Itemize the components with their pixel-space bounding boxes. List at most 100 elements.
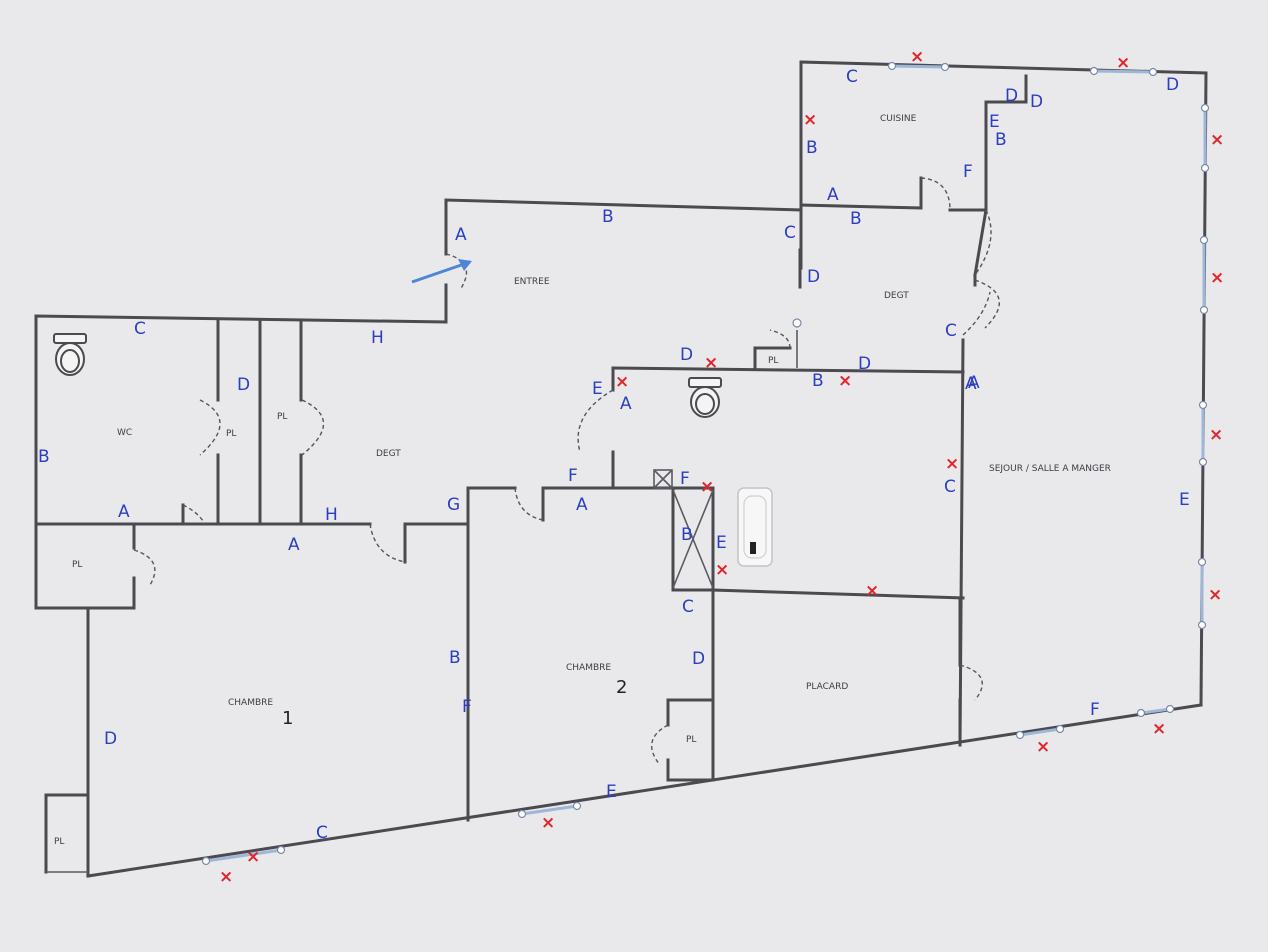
cross-icon: ×	[219, 867, 233, 887]
room-label-wc: WC	[117, 428, 132, 438]
cross-icon: ×	[615, 372, 629, 392]
fixtures	[53, 333, 773, 567]
room-label-sejour: SEJOUR / SALLE A MANGER	[989, 464, 1111, 474]
wall-wc-bottom	[34, 503, 185, 526]
cross-icon: ×	[1210, 268, 1224, 288]
wall-mark: H	[371, 328, 384, 348]
wall-kitchen-bottom	[799, 203, 923, 210]
wall-mark: D	[237, 375, 250, 395]
room-label-cuisine: CUISINE	[880, 114, 917, 124]
wall-mark: C	[846, 67, 858, 87]
cross-icon: ×	[838, 371, 852, 391]
wall-mark: H	[325, 505, 338, 525]
cross-icon: ×	[945, 454, 959, 474]
cross-icon: ×	[865, 581, 879, 601]
wall-mark: D	[1166, 75, 1179, 95]
wall-degt-bottom	[611, 366, 965, 374]
wall-mark: B	[38, 447, 50, 467]
wall-bath-shaft	[671, 486, 715, 592]
wall-mark: A	[968, 373, 980, 393]
wall-mark: G	[447, 495, 460, 515]
cross-icon: ×	[715, 560, 729, 580]
cross-icon: ×	[1036, 737, 1050, 757]
wall-bottom	[86, 703, 1203, 878]
windows	[201, 61, 1210, 866]
room-label-pl-wc-2: PL	[277, 412, 287, 422]
room-label-pl-chambre2: PL	[686, 735, 696, 745]
wall-degt-pl	[753, 346, 792, 370]
wall-mark: B	[806, 138, 818, 158]
cross-icon: ×	[541, 813, 555, 833]
wall-mark: C	[134, 319, 146, 339]
wall-mark: D	[1005, 86, 1018, 106]
room-label-chambre2: CHAMBRE	[566, 663, 611, 673]
room-label-entree: ENTREE	[514, 277, 550, 287]
walls	[34, 60, 1208, 878]
window-top-right	[1093, 69, 1154, 74]
wall-mark: A	[455, 225, 467, 245]
wall-mark: B	[681, 525, 693, 545]
room-label-pl-bottom-left: PL	[54, 837, 64, 847]
room-label-chambre1: CHAMBRE	[228, 698, 273, 708]
door-placard	[959, 664, 983, 701]
wall-mark: C	[945, 321, 957, 341]
room-number-chambre2: 2	[616, 677, 627, 698]
wall-mark: F	[963, 162, 973, 182]
toilet-icon	[688, 377, 722, 418]
door-pl2	[301, 399, 325, 456]
door-ch2	[514, 487, 544, 521]
wall-mark: D	[104, 729, 117, 749]
window-bottom-1	[1140, 707, 1171, 715]
wall-mark: D	[1030, 92, 1043, 112]
wall-marks: C D D E B B F A D A B C D H B C A D B E …	[38, 67, 1190, 843]
shaft-small	[653, 469, 673, 489]
toilet-icon	[53, 333, 87, 376]
wall-entree-left2	[444, 198, 803, 256]
wall-mark: F	[1090, 700, 1100, 720]
wall-mark: C	[316, 823, 328, 843]
wall-mark: E	[606, 782, 617, 802]
room-labels: CUISINE ENTREE DEGT DEGT WC SEJOUR / SAL…	[54, 114, 1111, 847]
wall-pl-bottomleft	[44, 793, 90, 874]
wall-mark: E	[1179, 490, 1190, 510]
wall-mark: C	[784, 223, 796, 243]
wall-mark: A	[118, 502, 130, 522]
cross-icon: ×	[1116, 53, 1130, 73]
wall-mark: B	[995, 130, 1007, 150]
window-bottom-4	[205, 848, 282, 863]
doors	[133, 177, 1001, 766]
cross-icon: ×	[1209, 425, 1223, 445]
wall-mark: B	[602, 207, 614, 227]
cross-icon: ×	[1210, 130, 1224, 150]
door-ch1-pl	[133, 549, 156, 586]
window-bottom-2	[1019, 727, 1061, 737]
door-degt	[974, 279, 1001, 329]
wall-mark: A	[288, 535, 300, 555]
room-label-placard: PLACARD	[806, 682, 848, 692]
wall-mark: A	[576, 495, 588, 515]
wall-mark: D	[680, 345, 693, 365]
cross-icon: ×	[1152, 719, 1166, 739]
wall-left-wc	[34, 314, 448, 526]
room-label-pl-chambre1: PL	[72, 560, 82, 570]
room-label-pl-degt: PL	[768, 356, 778, 366]
shaft-cross-1	[672, 489, 714, 589]
wall-mark: F	[568, 466, 578, 486]
shaft-small-x	[653, 469, 673, 489]
cross-icon: ×	[700, 477, 714, 497]
cross-icon: ×	[246, 847, 260, 867]
room-label-degt-left: DEGT	[376, 449, 401, 459]
entry-arrow-icon	[411, 259, 472, 284]
room-label-pl-wc-1: PL	[226, 429, 236, 439]
door-degt2	[962, 291, 991, 336]
door-degt-pl	[769, 329, 791, 349]
wall-mark: D	[858, 354, 871, 374]
wall-kitchen-right-lower	[958, 338, 965, 747]
wall-mark: E	[716, 533, 727, 553]
wall-mark: C	[682, 597, 694, 617]
wall-left-lower	[86, 576, 136, 878]
wall-mark: D	[807, 267, 820, 287]
window-bottom-3	[521, 804, 578, 816]
wall-mark: F	[680, 469, 690, 489]
